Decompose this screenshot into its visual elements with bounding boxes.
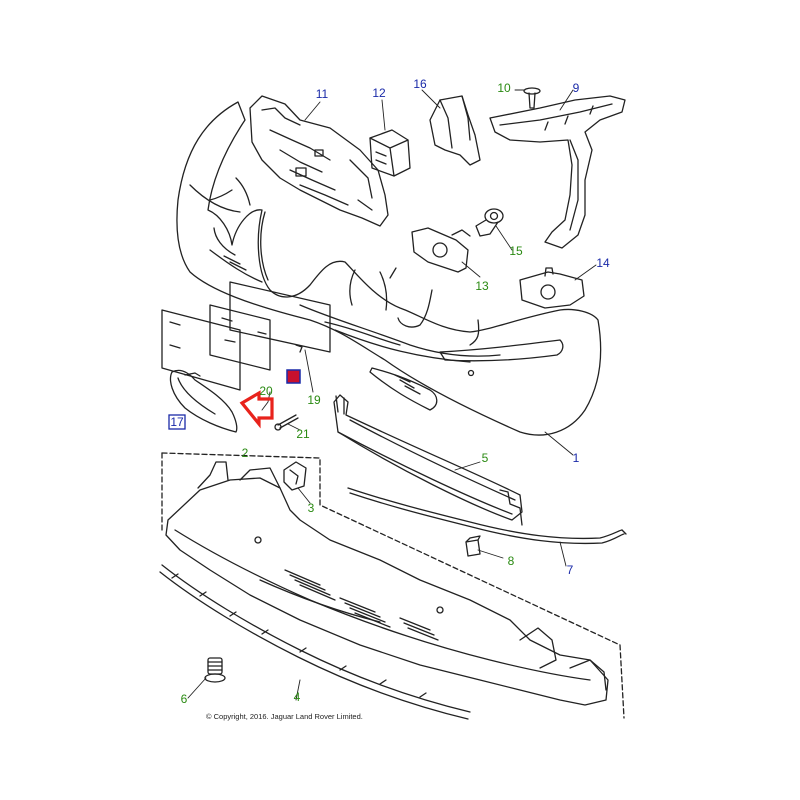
undertray-part — [165, 461, 609, 706]
callout-17: 17 — [170, 415, 184, 429]
callout-10: 10 — [497, 81, 511, 95]
callout-13: 13 — [475, 279, 489, 293]
callout-21: 21 — [296, 427, 310, 441]
red-arrow-icon — [239, 390, 274, 429]
callout-20: 20 — [259, 384, 273, 398]
callout-12: 12 — [372, 86, 386, 100]
callout-3: 3 — [308, 501, 315, 515]
callout-4: 4 — [294, 690, 301, 704]
copyright-notice: © Copyright, 2016. Jaguar Land Rover Lim… — [206, 712, 363, 721]
clip-part-8 — [465, 535, 481, 557]
callout-box-17 — [168, 414, 186, 430]
fog-lamp-bezel-part — [169, 369, 238, 433]
callout-2: 2 — [242, 446, 249, 460]
side-bracket-part — [489, 95, 626, 249]
callout-6: 6 — [181, 692, 188, 706]
trim-strip-part — [347, 487, 627, 545]
bracket-part-16 — [429, 95, 481, 166]
callout-11: 11 — [316, 87, 329, 101]
highlight-box — [286, 369, 301, 384]
callout-5: 5 — [482, 451, 489, 465]
stud-part-6 — [204, 657, 226, 683]
callout-8: 8 — [508, 554, 515, 568]
push-pin-part — [523, 87, 541, 109]
clip-part-3 — [283, 461, 307, 491]
screw-part-21 — [274, 414, 299, 431]
callout-19: 19 — [307, 393, 321, 407]
leader-lines — [187, 89, 597, 701]
sensor-bracket-part-14 — [519, 267, 585, 309]
callout-7: 7 — [567, 563, 574, 577]
undertray-assembly-box — [161, 452, 625, 719]
sensor-bracket-part — [411, 227, 471, 273]
lower-splitter-part — [159, 564, 471, 720]
callout-1: 1 — [573, 451, 580, 465]
number-plate-plinth-part — [161, 281, 331, 391]
callout-14: 14 — [596, 256, 610, 270]
callout-9: 9 — [573, 81, 580, 95]
callout-16: 16 — [413, 77, 427, 91]
energy-absorber-part — [249, 95, 389, 227]
lower-beam-part — [333, 394, 523, 526]
parking-sensor-part — [475, 208, 504, 237]
bumper-cover-part — [176, 101, 602, 436]
callout-15: 15 — [509, 244, 523, 258]
clip-block-part — [369, 129, 411, 177]
